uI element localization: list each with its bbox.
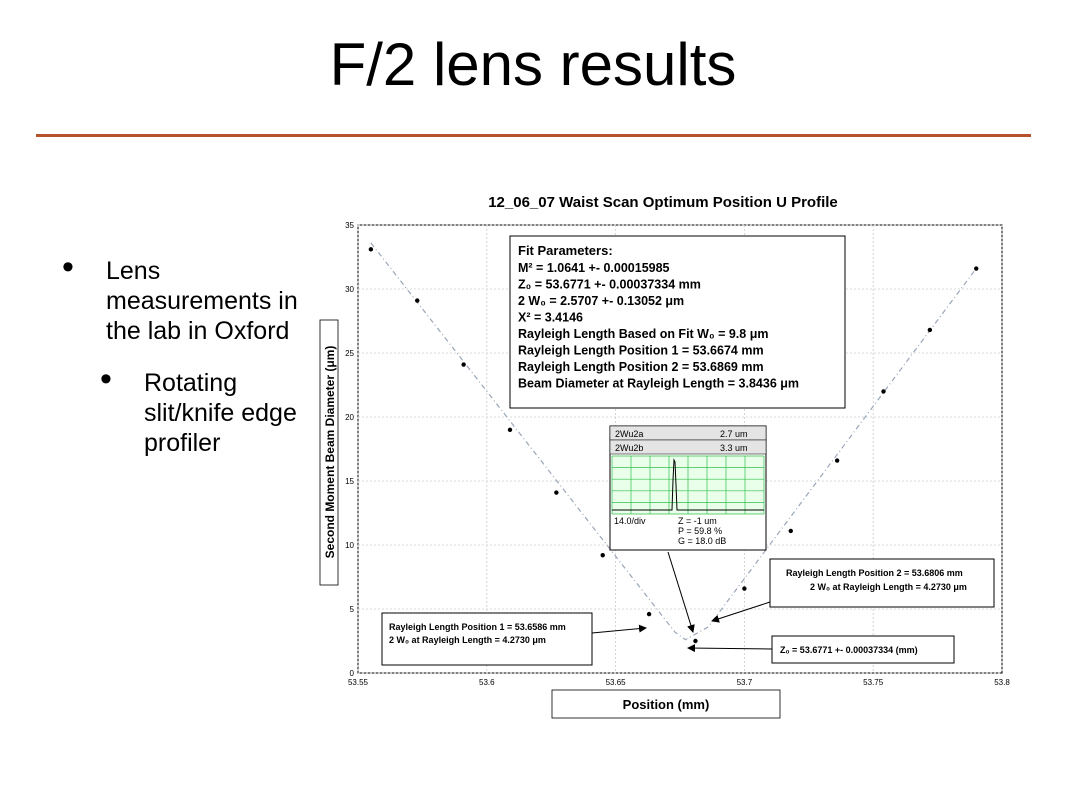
data-points bbox=[368, 247, 979, 644]
chart-title: 12_06_07 Waist Scan Optimum Position U P… bbox=[488, 194, 838, 211]
fit-parameters-heading: Fit Parameters: bbox=[518, 243, 613, 258]
rayleigh-position-2-width: 2 W₀ at Rayleigh Length = 4.2730 μm bbox=[810, 582, 967, 592]
profiler-inset: 2Wu2a 2.7 um 2Wu2b 3.3 um 14.0/div Z = -… bbox=[609, 425, 767, 551]
y-tick-label: 25 bbox=[345, 349, 354, 358]
data-point bbox=[461, 362, 466, 367]
x-tick-label: 53.75 bbox=[863, 678, 884, 687]
z0-box bbox=[771, 635, 955, 664]
z0-text: Z₀ = 53.6771 +- 0.00037334 (mm) bbox=[780, 645, 918, 655]
fit-parameter-line: Rayleigh Length Position 2 = 53.6869 mm bbox=[518, 360, 764, 374]
x-axis-label: Position (mm) bbox=[623, 697, 710, 712]
inset-row2-value: 3.3 um bbox=[720, 443, 748, 453]
arrow-z0 bbox=[687, 644, 773, 653]
inset-row1-label: 2Wu2a bbox=[615, 429, 643, 439]
data-point bbox=[788, 528, 793, 534]
fit-parameters-box bbox=[509, 235, 846, 409]
bullet-main: Lens measurements in the lab in Oxford bbox=[62, 252, 312, 346]
bullet-sub: Rotating slit/knife edge profiler bbox=[62, 364, 312, 458]
arrow-rl1 bbox=[591, 624, 647, 634]
data-point bbox=[415, 298, 420, 303]
fit-parameters-lines: M² = 1.0641 +- 0.00015985 Z₀ = 53.6771 +-… bbox=[518, 261, 799, 391]
inset-row2-label: 2Wu2b bbox=[615, 443, 643, 453]
x-tick-label: 53.8 bbox=[994, 678, 1010, 687]
data-point bbox=[554, 490, 559, 495]
y-tick-label: 35 bbox=[345, 221, 354, 230]
data-point bbox=[507, 427, 513, 432]
fit-parameter-line: X² = 3.4146 bbox=[518, 311, 583, 325]
y-tick-label: 0 bbox=[350, 669, 355, 678]
x-tick-label: 53.7 bbox=[737, 678, 753, 687]
data-point bbox=[742, 586, 747, 591]
x-tick-label: 53.55 bbox=[348, 678, 369, 687]
data-point bbox=[368, 247, 374, 252]
data-point bbox=[927, 327, 933, 333]
inset-profile-grid bbox=[611, 455, 765, 515]
fit-parameter-line: Beam Diameter at Rayleigh Length = 3.843… bbox=[518, 377, 799, 391]
rayleigh-position-1-width: 2 W₀ at Rayleigh Length = 4.2730 μm bbox=[389, 635, 546, 645]
rayleigh-position-1-box bbox=[381, 612, 593, 666]
fit-parameter-line: Rayleigh Length Based on Fit W₀ = 9.8 μm bbox=[518, 327, 768, 341]
fit-curve bbox=[370, 242, 977, 641]
rayleigh-position-2-text: Rayleigh Length Position 2 = 53.6806 mm bbox=[786, 568, 963, 578]
inset-row1-value: 2.7 um bbox=[720, 429, 748, 439]
data-point bbox=[646, 611, 652, 617]
y-axis-label: Second Moment Beam Diameter (μm) bbox=[323, 346, 337, 559]
inset-scale: 14.0/div bbox=[614, 516, 646, 526]
fit-parameter-line: Rayleigh Length Position 1 = 53.6674 mm bbox=[518, 344, 764, 358]
inset-line-z: Z = -1 um bbox=[678, 516, 717, 526]
fit-parameter-line: Z₀ = 53.6771 +- 0.00037334 mm bbox=[518, 278, 701, 292]
arrow-rl2 bbox=[711, 601, 771, 623]
data-point bbox=[693, 638, 698, 644]
data-point bbox=[974, 266, 979, 271]
slide-title: F/2 lens results bbox=[329, 31, 737, 98]
x-tick-label: 53.6 bbox=[479, 678, 495, 687]
inset-line-g: G = 18.0 dB bbox=[678, 536, 726, 546]
fit-parameter-line: M² = 1.0641 +- 0.00015985 bbox=[518, 261, 670, 275]
y-tick-label: 5 bbox=[350, 605, 355, 614]
y-tick-label: 15 bbox=[345, 477, 354, 486]
data-point bbox=[600, 553, 605, 558]
inset-line-p: P = 59.8 % bbox=[678, 526, 722, 536]
y-axis-label-box bbox=[319, 319, 339, 586]
rayleigh-position-1-text: Rayleigh Length Position 1 = 53.6586 mm bbox=[389, 622, 566, 632]
rayleigh-position-2-box bbox=[769, 558, 995, 608]
y-tick-label: 10 bbox=[345, 541, 354, 550]
x-tick-label: 53.65 bbox=[606, 678, 627, 687]
waist-scan-chart: 12_06_07 Waist Scan Optimum Position U P… bbox=[319, 194, 1010, 719]
y-tick-label: 20 bbox=[345, 413, 354, 422]
bullet-list: Lens measurements in the lab in Oxford R… bbox=[62, 252, 312, 458]
inset-profile-trace bbox=[612, 458, 764, 511]
fit-parameter-line: 2 W₀ = 2.5707 +- 0.13052 μm bbox=[518, 294, 684, 308]
axis-ticks: 53.55 53.6 53.65 53.7 53.75 53.8 0 5 10 15 20 25 30 3… bbox=[345, 221, 1010, 687]
arrow-inset bbox=[667, 551, 695, 633]
x-axis-label-box bbox=[551, 689, 781, 719]
title-divider bbox=[36, 134, 1031, 137]
data-point bbox=[881, 389, 886, 394]
y-tick-label: 30 bbox=[345, 285, 354, 294]
data-point bbox=[834, 458, 840, 463]
